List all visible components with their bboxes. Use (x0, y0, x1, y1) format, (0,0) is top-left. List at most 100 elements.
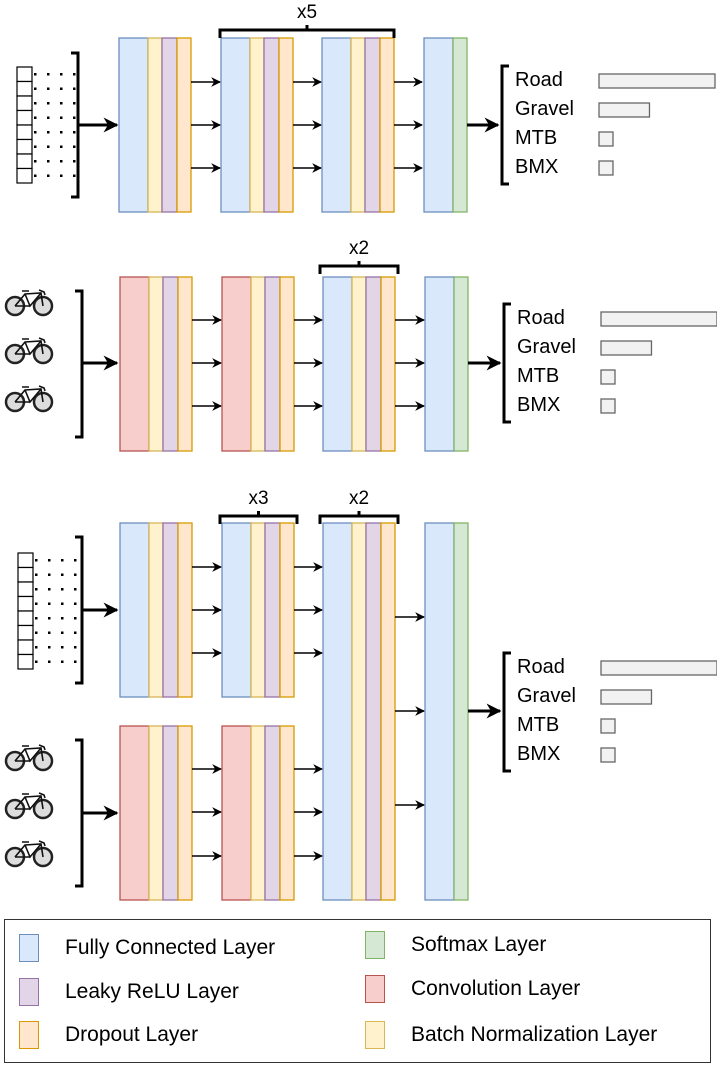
batch-norm-layer (250, 522, 266, 698)
dot (35, 660, 38, 663)
dot (47, 116, 50, 119)
dropout-layer (380, 522, 396, 901)
probability-bar-road (600, 660, 717, 676)
dot (60, 131, 63, 134)
legend-label: Fully Connected Layer (65, 936, 276, 959)
softmax-layer (452, 37, 468, 213)
output-bracket (502, 302, 511, 424)
fully-connected-layer (118, 37, 149, 213)
output-bracket (502, 651, 511, 773)
batch-norm-layer (249, 37, 265, 213)
table-cell (16, 138, 33, 155)
dot (35, 588, 38, 591)
dot (73, 73, 76, 76)
bicycle-icon (4, 839, 54, 868)
table-cell (16, 167, 33, 184)
table-cell (16, 153, 33, 170)
table-cell (16, 124, 33, 141)
legend-item-leaky-relu: Leaky ReLU Layer (19, 977, 239, 1007)
dot (74, 559, 77, 562)
class-label-road: Road (515, 69, 563, 91)
class-label-bmx: BMX (517, 394, 560, 416)
dot (47, 145, 50, 148)
legend-label: Convolution Layer (411, 977, 581, 1000)
repeat-bracket (218, 511, 299, 524)
probability-bar-road (600, 311, 717, 327)
dot (61, 602, 64, 605)
batch-norm-layer (148, 276, 164, 452)
class-label-gravel: Gravel (515, 98, 574, 120)
dropout-layer (177, 276, 193, 452)
dot (34, 174, 37, 177)
table-cell (16, 95, 33, 112)
legend-label: Batch Normalization Layer (411, 1023, 658, 1046)
input-bracket (75, 535, 84, 685)
dot (47, 160, 50, 163)
table-cell (16, 66, 33, 83)
input-bracket (71, 51, 80, 199)
probability-bar-gravel (600, 689, 653, 705)
bicycle-icon (4, 384, 54, 413)
probability-bar-bmx (600, 398, 616, 414)
repeat-bracket (318, 511, 400, 524)
legend-swatch-batch-normalization (365, 1021, 385, 1049)
legend: Fully Connected Layer Softmax Layer Leak… (4, 919, 711, 1063)
legend-swatch-softmax (365, 931, 385, 959)
bicycle-icon (4, 791, 54, 820)
dot (60, 174, 63, 177)
repeat-label: x5 (297, 2, 317, 23)
dot (34, 73, 37, 76)
convolution-layer (221, 725, 252, 901)
dot (61, 646, 64, 649)
probability-bar-road (598, 73, 716, 89)
class-label-bmx: BMX (515, 156, 558, 178)
fully-connected-layer (220, 37, 251, 213)
dropout-layer (379, 37, 395, 213)
dot (35, 631, 38, 634)
legend-swatch-dropout (19, 1021, 39, 1049)
legend-label: Dropout Layer (65, 1023, 199, 1046)
probability-bar-mtb (600, 369, 616, 385)
dot (74, 631, 77, 634)
dot (47, 131, 50, 134)
class-label-mtb: MTB (517, 365, 559, 387)
dot (34, 160, 37, 163)
class-label-bmx: BMX (517, 743, 560, 765)
input-bracket (75, 738, 84, 888)
dot (35, 602, 38, 605)
batch-norm-layer (250, 725, 266, 901)
dot (73, 174, 76, 177)
leaky-relu-layer (162, 522, 179, 698)
dropout-layer (279, 276, 295, 452)
leaky-relu-layer (365, 522, 382, 901)
dot (73, 160, 76, 163)
dot (61, 660, 64, 663)
fully-connected-layer (424, 276, 455, 452)
table-input-icon (16, 66, 76, 184)
dot (34, 87, 37, 90)
class-label-mtb: MTB (515, 127, 557, 149)
legend-item-convolution: Convolution Layer (365, 974, 580, 1004)
fully-connected-layer (321, 37, 352, 213)
class-label-gravel: Gravel (517, 685, 576, 707)
dot (73, 116, 76, 119)
class-label-road: Road (517, 656, 565, 678)
dot (74, 602, 77, 605)
dot (60, 160, 63, 163)
dot (74, 573, 77, 576)
dot (48, 646, 51, 649)
dot (61, 617, 64, 620)
convolution-layer (221, 276, 252, 452)
dot (48, 631, 51, 634)
leaky-relu-layer (365, 276, 382, 452)
leaky-relu-layer (264, 725, 281, 901)
dropout-layer (278, 37, 294, 213)
dropout-layer (177, 522, 193, 698)
leaky-relu-layer (162, 725, 179, 901)
dot (48, 617, 51, 620)
legend-swatch-fully-connected (19, 934, 39, 962)
dot (34, 131, 37, 134)
output-bracket (500, 64, 509, 186)
probability-bar-gravel (600, 340, 653, 356)
